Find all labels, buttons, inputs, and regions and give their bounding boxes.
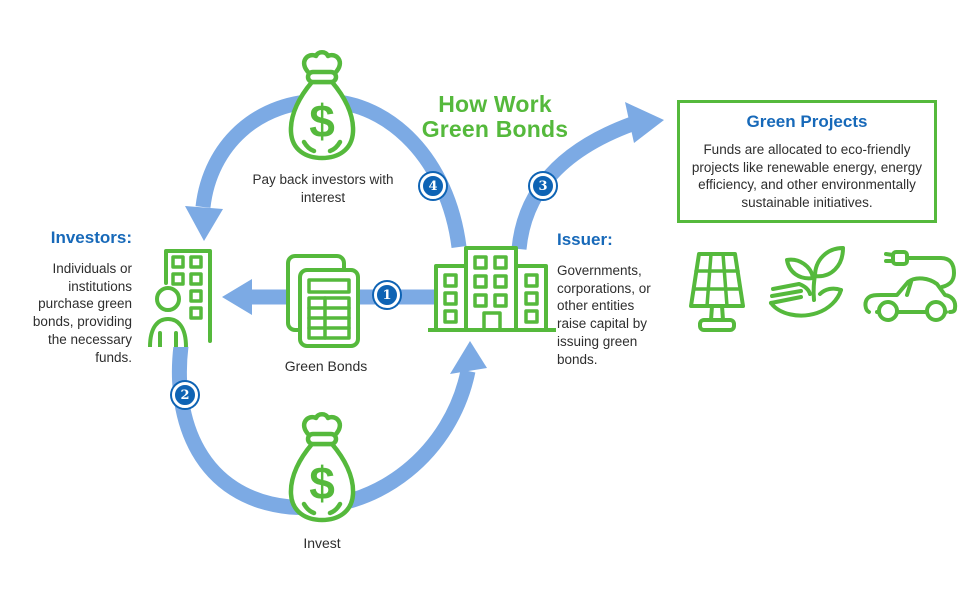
solar-panel-icon	[689, 252, 745, 332]
electric-car-icon	[863, 250, 958, 322]
step-1-badge: 1	[374, 282, 400, 308]
green-projects-box: Green Projects Funds are allocated to ec…	[677, 100, 937, 223]
page-title-line2: Green Bonds	[421, 116, 569, 143]
issuer-block: Issuer: Governments, corporations, or ot…	[557, 230, 663, 369]
invest-label: Invest	[303, 535, 341, 551]
page-title-line1: How Work	[438, 91, 552, 117]
dollar-sign: $	[309, 457, 335, 509]
plant-in-hand-icon	[769, 246, 845, 318]
payback-label: Pay back investors with interest	[252, 172, 394, 205]
issuer-description: Governments, corporations, or other enti…	[557, 262, 651, 367]
arrow-invest-arc	[171, 345, 476, 516]
page-title: How Work Green Bonds	[395, 91, 595, 143]
issuer-heading: Issuer:	[557, 230, 613, 249]
green-bonds-documents-icon	[286, 254, 360, 348]
green-bonds-label: Green Bonds	[284, 358, 368, 374]
investors-block: Investors: Individuals or institutions p…	[16, 228, 132, 367]
step-2-badge: 2	[172, 382, 198, 408]
step-4-badge: 4	[420, 173, 446, 199]
money-bag-icon: $	[288, 50, 356, 161]
money-bag-icon: $	[288, 412, 356, 523]
investors-description: Individuals or institutions purchase gre…	[32, 260, 132, 365]
green-projects-description: Funds are allocated to eco-friendly proj…	[691, 141, 923, 211]
arrowhead-to-investors-left	[222, 279, 252, 315]
green-projects-heading: Green Projects	[746, 112, 868, 131]
arrowhead-to-investors-top	[185, 206, 223, 241]
investors-heading: Investors:	[50, 228, 132, 247]
arrowhead-to-green-projects	[625, 102, 664, 143]
step-3-badge: 3	[530, 173, 556, 199]
investor-person-building-icon	[148, 249, 212, 347]
issuer-building-icon	[428, 246, 556, 332]
arrowhead-to-issuer	[450, 341, 487, 374]
dollar-sign: $	[309, 95, 335, 147]
